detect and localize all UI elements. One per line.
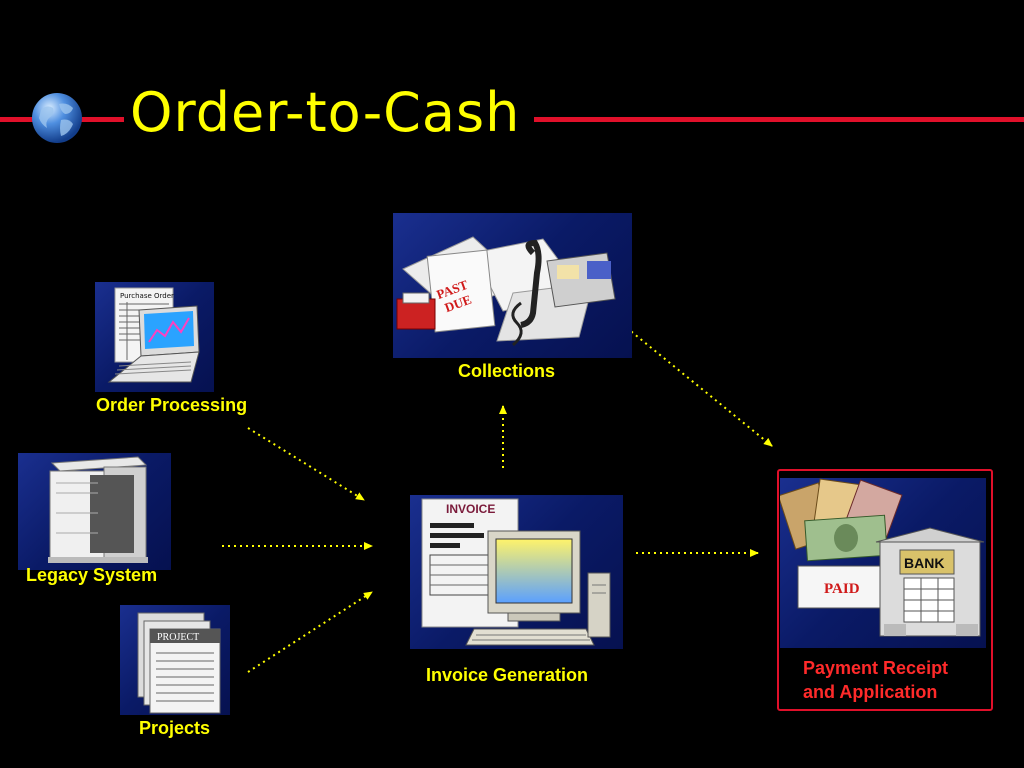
slide-title: Order-to-Cash (124, 86, 535, 140)
legacy-system-label: Legacy System (26, 565, 158, 585)
invoice-generation-image: INVOICE (410, 495, 623, 649)
bank-sign-text: BANK (904, 555, 944, 571)
invoice-generation-label: Invoice Generation (426, 665, 589, 685)
invoice-doc-text: INVOICE (446, 502, 495, 516)
arrow-projects-to-invoice (247, 591, 373, 673)
purchase-order-text: Purchase Order (120, 292, 174, 300)
payment-label: Payment Receipt and Application (803, 658, 949, 702)
projects-label: Projects (139, 718, 211, 738)
projects-image: PROJECT (120, 605, 230, 715)
payment-highlight-box (777, 469, 993, 711)
globe-icon (32, 93, 82, 143)
arrow-order-to-invoice (247, 427, 365, 501)
legacy-system-image (18, 453, 171, 570)
collections-label: Collections (458, 361, 556, 381)
order-processing-image: Purchase Order (95, 282, 214, 392)
payment-image: PAID BANK (777, 478, 986, 648)
collections-image: PAST DUE (393, 213, 632, 358)
paid-stamp-text: PAID (824, 581, 860, 597)
project-doc-text: PROJECT (157, 632, 199, 643)
arrow-collections-to-payment (621, 323, 773, 447)
order-processing-label: Order Processing (96, 395, 248, 415)
